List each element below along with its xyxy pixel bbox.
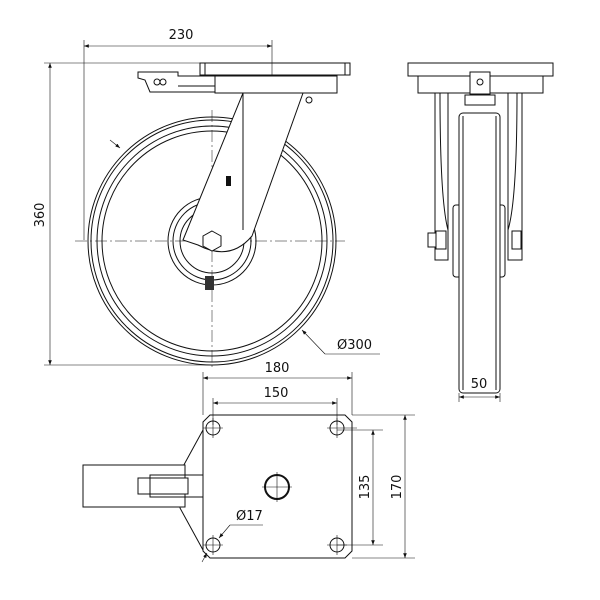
- dimension-plate-length: 180 150: [202, 361, 353, 425]
- axle-nut: [202, 230, 222, 252]
- dim-170-label: 170: [390, 475, 405, 500]
- dim-150-label: 150: [264, 386, 289, 401]
- dimension-plate-width: 135 170: [337, 414, 415, 559]
- dim-230-label: 230: [169, 28, 194, 43]
- side-view: [407, 62, 554, 394]
- dimension-wheel-diameter: Ø300: [109, 139, 380, 355]
- dim-180-label: 180: [265, 361, 290, 376]
- dimension-width: 230: [83, 28, 273, 240]
- dim-300-label: Ø300: [337, 338, 372, 353]
- mounting-plate: [199, 62, 351, 94]
- front-view: [75, 62, 351, 370]
- dim-135-label: 135: [358, 475, 373, 500]
- dim-360-label: 360: [33, 203, 48, 228]
- grease-nipple: [205, 276, 214, 290]
- dimension-wheel-width: 50: [458, 377, 501, 402]
- dim-50-label: 50: [471, 377, 488, 392]
- dimension-height: 360: [33, 62, 212, 366]
- fork: [182, 92, 313, 253]
- dimension-hole-diameter: Ø17: [201, 509, 263, 563]
- top-view: [82, 414, 357, 559]
- brake-lever: [137, 71, 216, 93]
- dim-17-label: Ø17: [236, 509, 263, 524]
